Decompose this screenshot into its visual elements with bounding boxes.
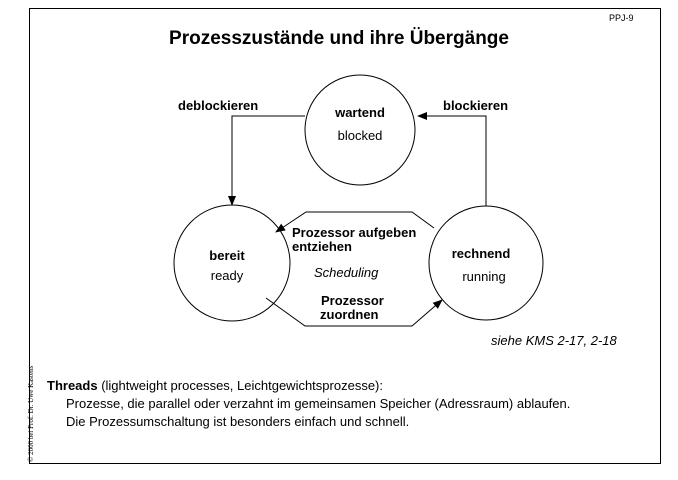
threads-term: Threads [47,378,98,393]
label-dispatch-line2: zuordnen [320,307,379,322]
state-running-circle [428,205,544,321]
label-unblock: deblockieren [178,98,259,113]
label-dispatch-line1: Prozessor [321,293,384,308]
arrow-block [417,112,487,206]
threads-heading: Threads (lightweight processes, Leichtge… [47,377,570,395]
state-ready-english: ready [210,268,244,283]
label-preempt-line1: Prozessor aufgeben [292,225,417,240]
threads-definition: (lightweight processes, Leichtgewichtspr… [97,378,383,393]
reference-note: siehe KMS 2-17, 2-18 [491,333,617,348]
threads-line-1: Prozesse, die parallel oder verzahnt im … [66,396,571,411]
arrow-dispatch [265,297,443,327]
threads-section: Threads (lightweight processes, Leichtge… [47,377,570,431]
state-running-name: rechnend [451,246,511,261]
state-waiting-circle [304,74,416,186]
page-title: Prozesszustände und ihre Übergänge [169,28,509,49]
state-waiting-name: wartend [335,105,385,120]
page-id: PPJ-9 [609,13,634,23]
label-preempt-line2: entziehen [292,239,352,254]
threads-line-2: Die Prozessumschaltung ist besonders ein… [66,414,410,429]
label-block: blockieren [443,98,509,113]
state-running-english: running [462,269,506,284]
state-waiting-english: blocked [337,128,383,143]
arrow-unblock [228,115,305,206]
arrow-preempt [275,211,435,233]
state-ready-name: bereit [209,248,245,263]
slide-frame [29,8,661,464]
state-ready-circle [173,204,291,322]
label-scheduling: Scheduling [314,265,379,280]
